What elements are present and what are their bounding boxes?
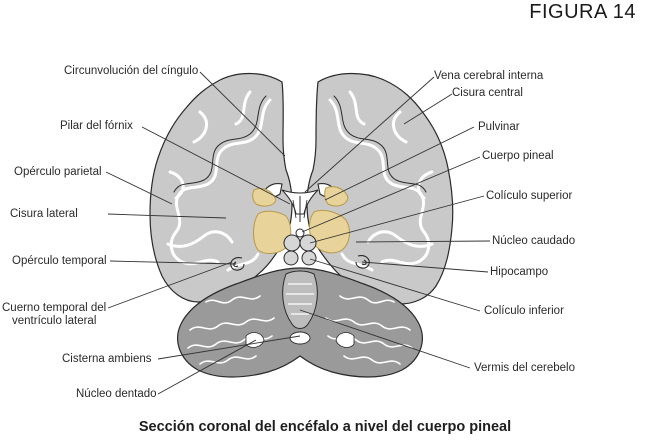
coliculo-superior-left [283,234,301,252]
label-nucleo-dentado: Núcleo dentado [76,388,157,400]
label-cuerpo-pineal: Cuerpo pineal [482,150,554,162]
label-pulvinar: Pulvinar [478,121,520,133]
label-coliculo-inferior: Colículo inferior [484,305,564,317]
pulvinar-right [309,209,350,254]
label-cisterna-ambiens: Cisterna ambiens [62,353,152,365]
label-cuerno-temporal-line1: Cuerno temporal del [2,302,107,314]
label-cisura-lateral: Cisura lateral [10,208,78,220]
label-cisura-central: Cisura central [452,87,523,99]
leader-lines [105,71,491,395]
figure-caption: Sección coronal del encéfalo a nivel del… [138,419,512,435]
midbrain [283,228,317,266]
label-circunvolucion-cingulo: Circunvolución del cíngulo [64,65,199,77]
label-cuerno-temporal-line2: ventrículo lateral [12,315,97,327]
coliculo-superior-right [299,234,317,252]
label-operculo-temporal: Opérculo temporal [12,255,107,267]
nucleo-dentado-right [335,332,355,348]
label-hipocampo: Hipocampo [490,266,549,278]
label-vena-cerebral-interna: Vena cerebral interna [434,70,544,82]
gyri-outline [173,95,427,193]
figure-label: FIGURA 14 [529,1,636,23]
gyri-folds [166,90,434,272]
hippocampus [230,255,370,271]
label-vermis-cerebelo: Vermis del cerebelo [474,362,575,374]
cuerpo-pineal-dot [295,228,305,238]
pulvinar-top-left [252,187,277,207]
label-operculo-parietal: Opérculo parietal [14,166,102,178]
pulvinar-structures [252,186,350,254]
cisterna-ambiens [289,331,311,345]
label-pilar-fornix: Pilar del fórnix [60,120,133,132]
coliculo-inferior-right [301,250,317,266]
coliculo-inferior-left [283,250,299,266]
label-coliculo-superior: Colículo superior [486,190,573,202]
label-nucleo-caudado: Núcleo caudado [492,235,576,247]
